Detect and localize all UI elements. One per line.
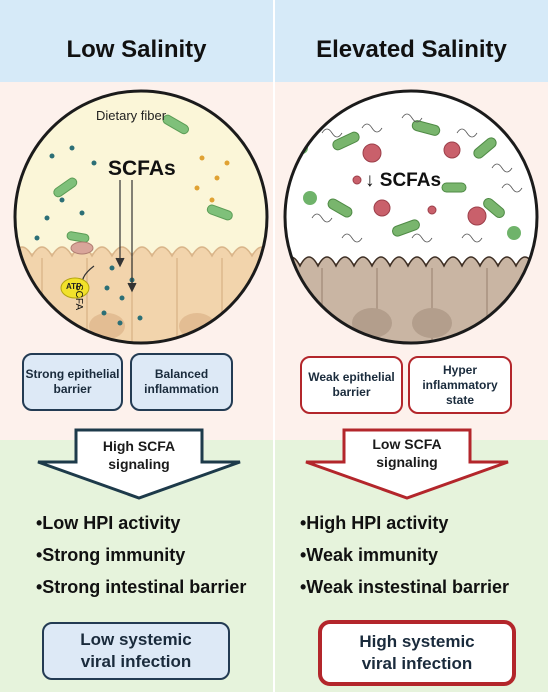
high-scfa-arrow-text: High SCFA signaling — [76, 437, 202, 473]
arrow-text-line1: Low SCFA — [372, 436, 442, 452]
strong-epithelial-barrier-box: Strong epithelial barrier — [22, 353, 123, 411]
column-divider — [273, 0, 275, 692]
high-scfa-arrow — [37, 428, 241, 500]
low-scfa-arrow — [305, 428, 509, 500]
dietary-fiber-label: Dietary fiber — [96, 108, 167, 123]
final-line1: High systemic — [359, 632, 475, 651]
list-item: •Low HPI activity — [36, 513, 181, 533]
balanced-inflammation-box: Balanced inflammation — [130, 353, 233, 411]
low-systemic-infection-box: Low systemic viral infection — [42, 622, 230, 680]
left-title: Low Salinity — [66, 36, 207, 63]
final-line2: viral infection — [361, 654, 473, 673]
low-scfa-arrow-text: Low SCFA signaling — [344, 435, 470, 471]
list-item: •High HPI activity — [300, 513, 449, 533]
reduced-scfas-label: ↓ SCFAs — [365, 170, 442, 191]
hyper-inflammatory-state-box: Hyper inflammatory state — [408, 356, 512, 414]
atp-label: ATP — [66, 282, 82, 291]
list-item: •Weak immunity — [300, 545, 439, 565]
low-salinity-gut-illustration — [13, 89, 269, 345]
list-item: •Strong immunity — [36, 545, 186, 565]
arrow-text-line2: signaling — [376, 454, 438, 470]
right-title: Elevated Salinity — [316, 36, 507, 63]
scfas-label: SCFAs — [108, 157, 176, 180]
arrow-text-line1: High SCFA — [102, 438, 176, 454]
list-item: •Strong intestinal barrier — [36, 577, 247, 597]
weak-epithelial-barrier-box: Weak epithelial barrier — [300, 356, 403, 414]
left-outcome-list: •Low HPI activity •Strong immunity •Stro… — [36, 507, 246, 603]
right-outcome-list: •High HPI activity •Weak immunity •Weak … — [300, 507, 509, 603]
list-item: •Weak instestinal barrier — [300, 577, 510, 597]
arrow-text-line2: signaling — [108, 456, 170, 472]
final-line1: Low systemic — [80, 630, 192, 649]
high-systemic-infection-box: High systemic viral infection — [318, 620, 516, 686]
elevated-salinity-gut-illustration — [283, 89, 539, 345]
final-line2: viral infection — [80, 652, 192, 671]
